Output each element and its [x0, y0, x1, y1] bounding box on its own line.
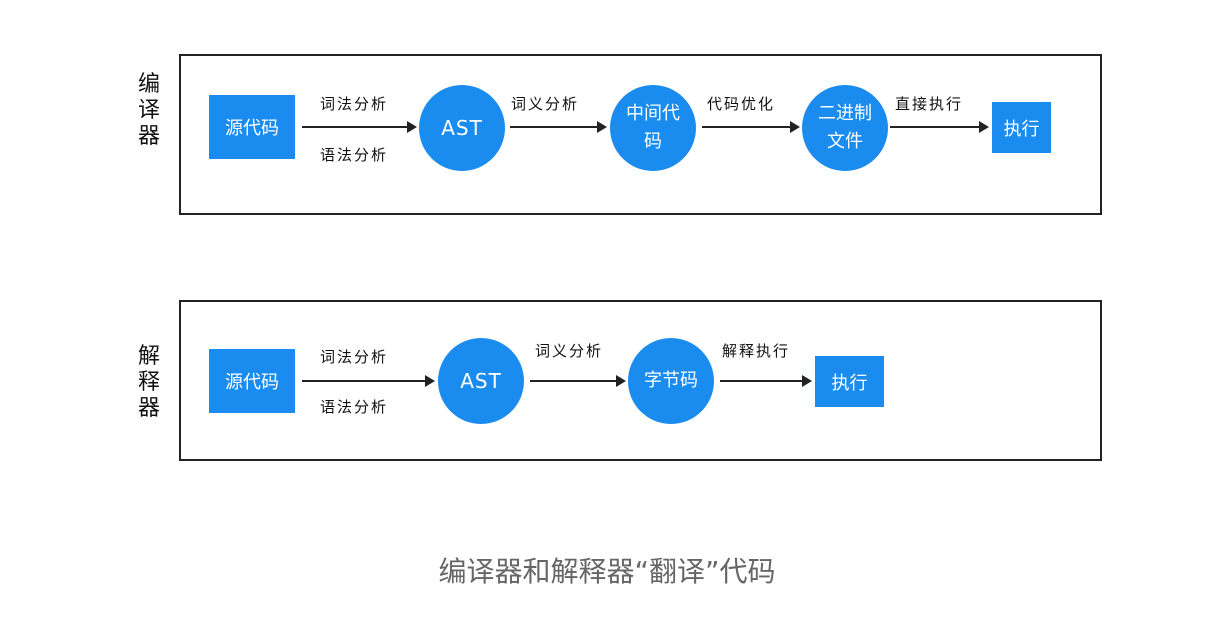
compiler-semantic-label: 词义分析 — [511, 95, 580, 113]
interpreter-arrow-1 — [302, 375, 435, 387]
compiler-execute-node: 执行 — [992, 102, 1051, 153]
interpreter-bytecode-node: 字节码 — [628, 338, 714, 424]
compiler-ir-node: 中间代码 — [610, 85, 696, 171]
interpreter-source-code-node: 源代码 — [209, 349, 295, 413]
compiler-direct-exec-label: 直接执行 — [895, 95, 964, 113]
compiler-binary-node: 二进制文件 — [802, 85, 888, 171]
interpreter-interpret-label: 解释执行 — [722, 342, 791, 360]
interpreter-semantic-label: 词义分析 — [535, 342, 604, 360]
compiler-arrow-4 — [890, 121, 989, 133]
compiler-syntax-label: 语法分析 — [320, 146, 389, 164]
interpreter-ast-node: AST — [438, 338, 524, 424]
interpreter-ast-text: AST — [460, 369, 502, 393]
interpreter-arrow-2 — [530, 375, 626, 387]
interpreter-side-label: 解释器 — [137, 344, 160, 421]
interpreter-syntax-label: 语法分析 — [320, 398, 389, 416]
interpreter-panel — [179, 300, 1102, 461]
interpreter-arrow-3 — [720, 375, 812, 387]
compiler-side-label: 编译器 — [137, 72, 160, 149]
compiler-binary-text: 二进制文件 — [818, 103, 872, 152]
interpreter-execute-node: 执行 — [815, 356, 884, 407]
figure-caption: 编译器和解释器“翻译”代码 — [438, 555, 776, 588]
compiler-arrow-2 — [510, 121, 607, 133]
compiler-lexical-label: 词法分析 — [320, 95, 389, 113]
compiler-panel — [179, 54, 1102, 215]
interpreter-lexical-label: 词法分析 — [320, 348, 389, 366]
compiler-arrow-1 — [302, 121, 417, 133]
compiler-source-code-node: 源代码 — [209, 95, 295, 159]
compiler-optimize-label: 代码优化 — [707, 95, 776, 113]
interpreter-bytecode-text: 字节码 — [644, 370, 698, 391]
compiler-arrow-3 — [702, 121, 800, 133]
compiler-ast-node: AST — [419, 85, 505, 171]
compiler-ir-text: 中间代码 — [626, 103, 680, 152]
compiler-ast-text: AST — [441, 116, 483, 140]
